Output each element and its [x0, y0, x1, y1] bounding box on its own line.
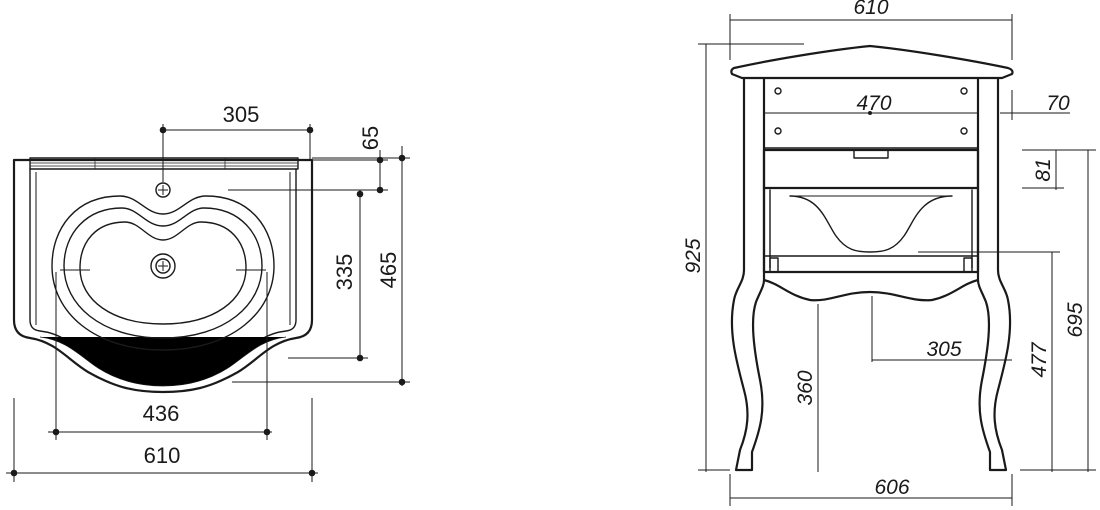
dim-total-height-label: 925 [682, 238, 705, 273]
apron [763, 278, 979, 302]
drawer-handle [853, 149, 889, 159]
dim-basin-offset-label: 305 [223, 102, 260, 127]
dim-leg-height-label: 360 [794, 370, 817, 405]
dim-basin-width-label: 436 [143, 401, 180, 426]
dim-base-width-label: 606 [874, 476, 909, 499]
basin-bowl [79, 221, 247, 325]
cabinet-frame [762, 188, 980, 274]
dim-cabinet-height: 695 [1020, 149, 1096, 472]
dim-inner-width: 470 [764, 92, 978, 115]
dim-drawer-height-label: 81 [1032, 158, 1055, 181]
dim-inner-width-label: 470 [856, 92, 891, 115]
dim-front-depth-label: 65 [358, 126, 383, 150]
drawer [762, 148, 980, 190]
screw-bottom-right [960, 127, 968, 135]
dim-cabinet-height-label: 695 [1064, 302, 1087, 337]
screw-bottom-left [774, 127, 782, 135]
basin-silhouette [789, 195, 953, 253]
dim-total-width-label: 610 [144, 443, 181, 468]
screw-top-right [960, 87, 968, 95]
dim-basin-width: 436 [48, 272, 272, 440]
front-edge-hatch [39, 336, 287, 387]
top-view-outline [12, 158, 314, 394]
back-rim-hatching [30, 158, 298, 169]
top-view-back-rim [29, 157, 299, 170]
dim-drawer-height: 81 [1022, 149, 1064, 190]
dim-top-offset: 70 [1000, 90, 1070, 120]
dim-half-width-label: 305 [926, 338, 961, 361]
right-leg [976, 78, 1012, 472]
dim-leg-height: 360 [794, 304, 819, 472]
dim-shelf-height: 477 [918, 251, 1060, 472]
dim-total-depth-label: 465 [376, 252, 401, 289]
dim-front-depth: 65 [228, 126, 388, 194]
dim-base-width: 606 [729, 474, 1013, 506]
dim-basin-depth: 335 [288, 190, 368, 362]
front-view: 610 470 70 81 925 [682, 0, 1096, 506]
top-view: 305 65 335 465 [6, 102, 410, 482]
dim-total-depth: 465 [232, 146, 410, 386]
dim-basin-depth-label: 335 [332, 254, 357, 291]
countertop [730, 44, 1014, 80]
screw-top-left [774, 87, 782, 95]
dim-total-height: 925 [682, 43, 804, 472]
dim-top-width-label: 610 [853, 0, 888, 19]
dim-top-width: 610 [729, 0, 1013, 60]
dim-top-offset-label: 70 [1046, 92, 1070, 115]
dim-shelf-height-label: 477 [1028, 341, 1051, 377]
dim-basin-offset: 305 [159, 102, 314, 182]
dim-half-width: 305 [871, 296, 1012, 362]
basin-inner [63, 207, 263, 339]
dim-total-width: 610 [6, 398, 318, 482]
hinge-left [769, 257, 779, 273]
left-leg [730, 78, 766, 472]
basin-outer [51, 195, 275, 351]
hinge-right [963, 257, 973, 273]
